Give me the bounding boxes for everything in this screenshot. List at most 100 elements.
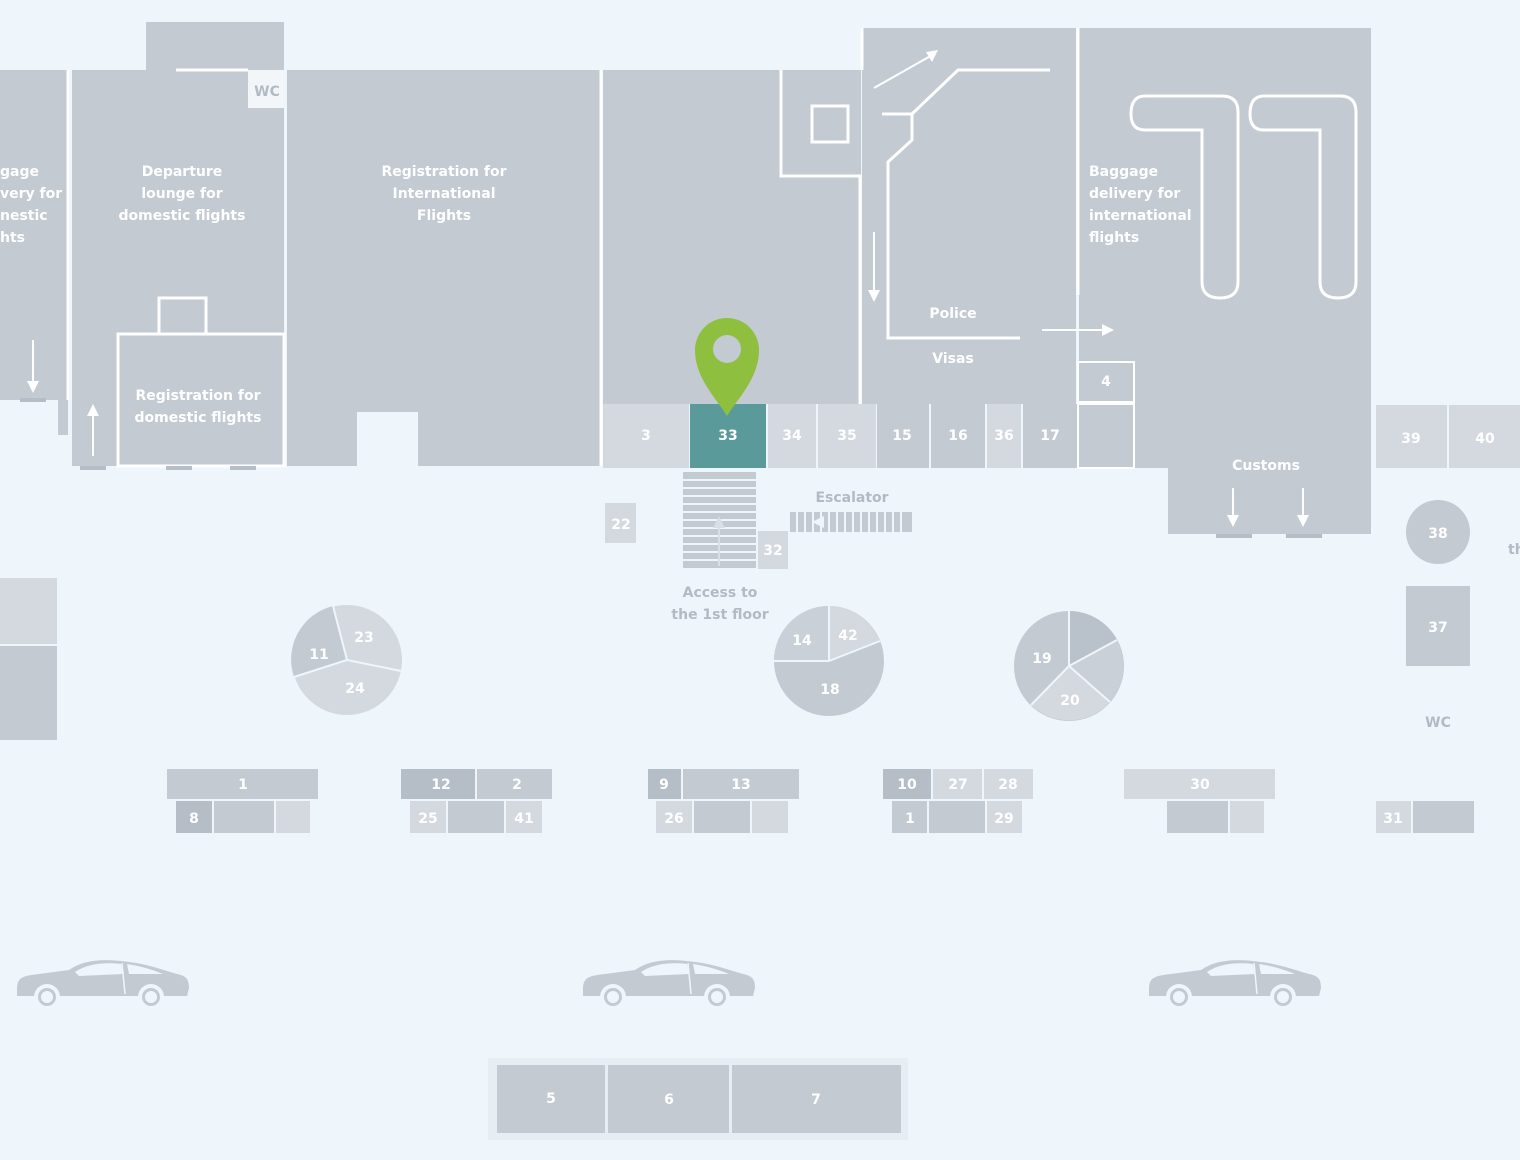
counter-28-label: 28 xyxy=(998,777,1017,793)
escalator xyxy=(790,512,912,532)
room-customs[interactable] xyxy=(1168,460,1371,534)
kiosk-20-label: 20 xyxy=(1060,693,1080,709)
stall-17-label: 17 xyxy=(1040,428,1059,444)
stall-39[interactable] xyxy=(1376,405,1447,468)
stall-33-selected[interactable] xyxy=(690,404,766,468)
stall-36-label: 36 xyxy=(994,428,1013,444)
stall-row-top: 3 33 34 35 15 16 36 17 4 39 40 xyxy=(603,361,1520,469)
stall-6-label: 6 xyxy=(664,1092,674,1108)
label-wc-right: WC xyxy=(1425,715,1451,731)
stairs-access xyxy=(683,472,756,568)
counter-1-label: 1 xyxy=(238,777,248,793)
kiosk-14-label: 14 xyxy=(792,633,812,649)
kiosk-19-label: 19 xyxy=(1032,651,1051,667)
interior-walls xyxy=(66,28,1358,466)
counter-2-label: 2 xyxy=(512,777,522,793)
stall-17[interactable] xyxy=(1023,404,1077,468)
stall-40-label: 40 xyxy=(1475,431,1495,447)
room-registration-domestic[interactable] xyxy=(116,332,286,468)
label-escalator: Escalator xyxy=(815,490,888,506)
stall-7-label: 7 xyxy=(811,1092,821,1108)
stall-4[interactable] xyxy=(1077,361,1135,403)
counter-27-label: 27 xyxy=(948,777,967,793)
kiosks: 22 32 38 37 xyxy=(605,500,1470,666)
kiosk-11-label: 11 xyxy=(309,647,328,663)
room-police-visas[interactable] xyxy=(862,28,1076,404)
counter-9-label: 9 xyxy=(659,777,669,793)
counter-8-label: 8 xyxy=(189,811,199,827)
counter-30-label: 30 xyxy=(1190,777,1210,793)
car-icon xyxy=(16,959,190,1011)
stall-22[interactable] xyxy=(605,503,636,543)
kiosk-23-label: 23 xyxy=(354,630,373,646)
counter-13-label: 13 xyxy=(731,777,750,793)
room-wc-top[interactable] xyxy=(248,70,284,108)
stall-33-label: 33 xyxy=(718,428,737,444)
stall-5[interactable] xyxy=(497,1065,605,1133)
stall-6[interactable] xyxy=(608,1065,729,1133)
stall-36[interactable] xyxy=(987,404,1021,468)
stall-37[interactable] xyxy=(1406,586,1470,666)
stall-38[interactable] xyxy=(1406,500,1470,564)
kiosk-18-label: 18 xyxy=(820,682,839,698)
round-kiosk-middle[interactable]: 14 42 18 xyxy=(774,606,884,716)
kiosk-42-label: 42 xyxy=(838,628,857,644)
counter-12-label: 12 xyxy=(431,777,450,793)
stall-35[interactable] xyxy=(818,404,876,468)
round-kiosk-left[interactable]: 11 23 24 xyxy=(291,605,402,715)
stall-16[interactable] xyxy=(931,404,985,468)
round-kiosk-right[interactable]: 19 20 xyxy=(1014,611,1124,721)
counter-1b-label: 1 xyxy=(905,811,915,827)
counter-41-label: 41 xyxy=(514,811,533,827)
car-icon xyxy=(1148,959,1322,1011)
counter-group-6[interactable]: 31 xyxy=(1376,801,1474,833)
stall-40[interactable] xyxy=(1449,405,1520,468)
kiosk-24-label: 24 xyxy=(345,681,365,697)
counter-group-1[interactable]: 1 8 xyxy=(167,769,318,833)
label-police: Police xyxy=(929,306,976,322)
bottom-stalls: 5 6 7 xyxy=(488,1058,908,1140)
location-pin-icon xyxy=(695,318,759,416)
flow-arrows xyxy=(27,50,1309,527)
stall-15-label: 15 xyxy=(892,428,911,444)
label-visas: Visas xyxy=(932,351,974,367)
car-icon xyxy=(582,959,756,1011)
counter-29-label: 29 xyxy=(994,811,1013,827)
stall-15[interactable] xyxy=(877,404,929,468)
stall-22-label: 22 xyxy=(611,517,630,533)
stall-32[interactable] xyxy=(758,531,788,569)
stall-5-label: 5 xyxy=(546,1091,556,1107)
stall-39-label: 39 xyxy=(1401,431,1420,447)
stall-35-label: 35 xyxy=(837,428,856,444)
counter-10-label: 10 xyxy=(897,777,917,793)
counter-group-2[interactable]: 12 2 25 41 xyxy=(401,769,552,833)
counter-group-5[interactable]: 30 xyxy=(1124,769,1275,833)
stall-16-label: 16 xyxy=(948,428,967,444)
stall-34[interactable] xyxy=(768,404,816,468)
terminal-buildings xyxy=(0,22,1371,740)
stall-37-label: 37 xyxy=(1428,620,1447,636)
stall-7[interactable] xyxy=(732,1065,901,1133)
counter-25-label: 25 xyxy=(418,811,437,827)
stall-3-label: 3 xyxy=(641,428,651,444)
counter-group-3[interactable]: 9 13 26 xyxy=(648,769,799,833)
counter-group-4[interactable]: 10 27 28 1 29 xyxy=(883,769,1033,833)
label-edge-text: th xyxy=(1508,542,1520,558)
stall-34-label: 34 xyxy=(782,428,802,444)
counter-31-label: 31 xyxy=(1383,811,1402,827)
room-baggage-international[interactable] xyxy=(1079,28,1371,404)
stall-4-label: 4 xyxy=(1101,374,1111,390)
stall-3[interactable] xyxy=(603,404,689,468)
room-registration-international[interactable] xyxy=(287,70,601,412)
label-customs: Customs xyxy=(1232,458,1300,474)
label-wc-top: WC xyxy=(254,84,280,100)
stall-32-label: 32 xyxy=(763,543,782,559)
